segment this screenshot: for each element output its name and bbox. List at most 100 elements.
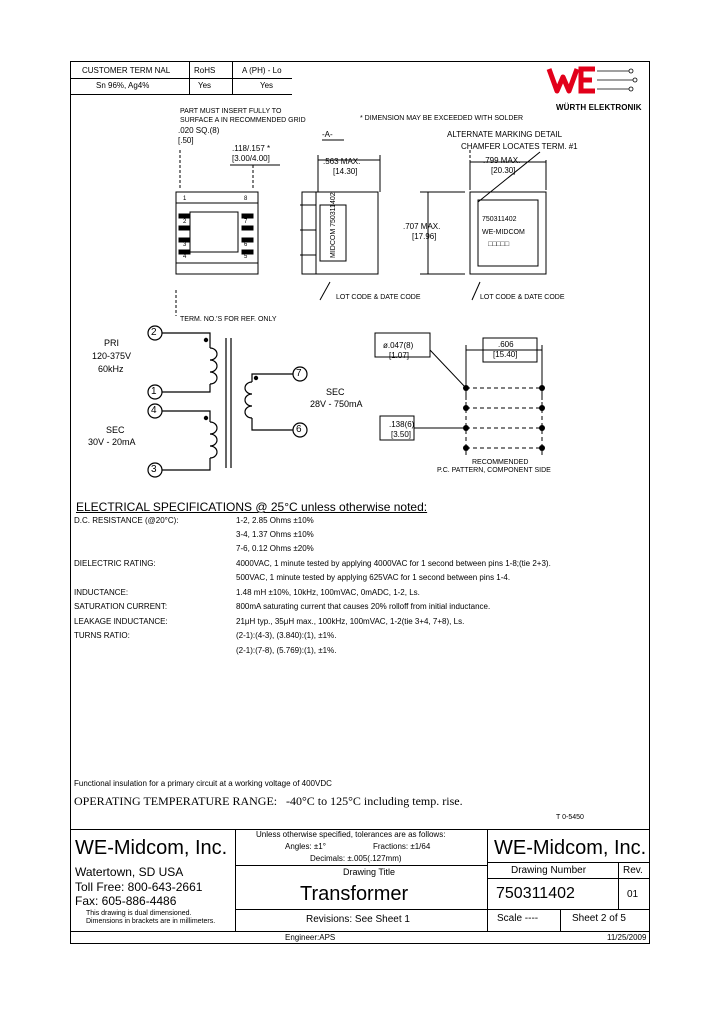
svg-text:5: 5: [244, 254, 248, 260]
dim-707-mm: [17.96]: [412, 232, 437, 241]
svg-text:6: 6: [244, 242, 248, 248]
dim-707: .707 MAX.: [403, 222, 441, 231]
dim-799: .799 MAX.: [483, 156, 521, 165]
spec-value: 1-2, 2.85 Ohms ±10%: [236, 516, 314, 525]
dim-138-mm: [3.50]: [391, 430, 412, 439]
dim-563-mm: [14.30]: [333, 167, 358, 176]
spec-value: 7-6, 0.12 Ohms ±20%: [236, 544, 314, 553]
spec-label: D.C. RESISTANCE (@20°C):: [74, 516, 179, 525]
spec-value: (2-1):(7-8), (5.769):(1), ±1%.: [236, 646, 337, 655]
insert-note-2: SURFACE A IN RECOMMENDED GRID: [180, 117, 306, 124]
company-address: Watertown, SD USA: [75, 865, 184, 879]
company-name-left: WE-Midcom, Inc.: [75, 837, 228, 859]
drawing-title: Transformer: [300, 883, 409, 905]
insert-note: PART MUST INSERT FULLY TO: [180, 108, 282, 115]
pitch-mm: [3.00/4.00]: [232, 154, 270, 163]
hole-dim: ø.047(8): [383, 341, 414, 350]
dim-563: .563 MAX.: [323, 157, 361, 166]
mechanical-views: 1 2 3 4 8 7 6 5: [175, 139, 547, 316]
pin-2-label: 2: [151, 327, 157, 338]
spec-value: 1.48 mH ±10%, 10kHz, 100mVAC, 0mADC, 1-2…: [236, 588, 420, 597]
revisions: Revisions: See Sheet 1: [306, 914, 410, 925]
marking-line3: □□□□□: [488, 241, 510, 248]
solder-note: * DIMENSION MAY BE EXCEEDED WITH SOLDER: [360, 115, 524, 122]
pin-1-label: 1: [151, 386, 157, 397]
spec-value: 4000VAC, 1 minute tested by applying 400…: [236, 559, 551, 568]
pin-sq-dim: .020 SQ.(8): [178, 126, 220, 135]
pcb-caption-1: RECOMMENDED: [472, 459, 529, 466]
pri-voltage: 120-375V: [92, 351, 132, 361]
operating-temp-label: OPERATING TEMPERATURE RANGE:: [74, 794, 278, 808]
toll-free: Toll Free: 800-643-2661: [75, 880, 203, 894]
spec-label: TURNS RATIO:: [74, 631, 130, 640]
company-name-right: WE-Midcom, Inc.: [494, 837, 647, 859]
engineer: Engineer:APS: [285, 933, 336, 942]
spec-value: 500VAC, 1 minute tested by applying 625V…: [236, 573, 511, 582]
term-finish: Sn 96%, Ag4%: [96, 81, 150, 90]
svg-text:8: 8: [244, 196, 248, 202]
pin-3-label: 3: [151, 464, 157, 475]
term-ref-note: TERM. NO.'S FOR REF. ONLY: [180, 316, 277, 323]
pb-value: Yes: [260, 81, 274, 90]
dim-799-mm: [20.30]: [491, 166, 516, 175]
spec-label: INDUCTANCE:: [74, 588, 129, 597]
tolerance-decimals: Decimals: ±.005(.127mm): [310, 854, 402, 863]
drawing-number-label: Drawing Number: [511, 865, 587, 876]
specs-heading: ELECTRICAL SPECIFICATIONS @ 25°C unless …: [76, 500, 428, 514]
pb-label: A (PH) - Lo: [242, 66, 282, 75]
rohs-label: RoHS: [194, 66, 216, 75]
spec-value: 21μH typ., 35μH max., 100kHz, 100mVAC, 1…: [236, 617, 465, 626]
lot-code-right: LOT CODE & DATE CODE: [480, 294, 565, 301]
tolerance-heading: Unless otherwise specified, tolerances a…: [256, 830, 446, 839]
lot-code-left: LOT CODE & DATE CODE: [336, 294, 421, 301]
spec-value: (2-1):(4-3), (3.840):(1), ±1%.: [236, 631, 337, 640]
svg-text:3: 3: [183, 242, 187, 248]
sec1-rating: 30V - 20mA: [88, 437, 136, 447]
transformer-schematic: [147, 325, 308, 478]
pcb-caption-2: P.C. PATTERN, COMPONENT SIDE: [437, 467, 551, 474]
spec-value: 800mA saturating current that causes 20%…: [236, 602, 491, 611]
scale: Scale ----: [497, 913, 539, 924]
sec1-label: SEC: [106, 425, 125, 435]
date: 11/25/2009: [607, 933, 647, 942]
spec-label: LEAKAGE INDUCTANCE:: [74, 617, 168, 626]
drawing-number: 750311402: [496, 885, 575, 902]
sec2-label: SEC: [326, 387, 345, 397]
insulation-note: Functional insulation for a primary circ…: [74, 779, 332, 788]
drawing-title-label: Drawing Title: [343, 867, 396, 877]
pin-6-label: 6: [296, 424, 302, 435]
pri-freq: 60kHz: [98, 364, 124, 374]
svg-text:2: 2: [183, 219, 187, 225]
mm-note: Dimensions in brackets are in millimeter…: [86, 918, 216, 925]
fax: Fax: 605-886-4486: [75, 894, 177, 908]
dual-dim-note: This drawing is dual dimensioned.: [86, 910, 192, 917]
tolerance-fractions: Fractions: ±1/64: [373, 842, 431, 851]
pin-4-label: 4: [151, 405, 157, 416]
marking-line2: WE-MIDCOM: [482, 229, 525, 236]
svg-text:1: 1: [183, 196, 187, 202]
drawing-sheet: [70, 61, 650, 944]
dim-138: .138(6): [389, 420, 415, 429]
pcb-pattern-drawing: [374, 332, 545, 455]
we-logo-icon: [546, 66, 638, 94]
rev-label: Rev.: [623, 865, 643, 876]
svg-text:7: 7: [244, 219, 248, 225]
pitch-dim: .118/.157 *: [232, 144, 271, 153]
pin-sq-mm: [.50]: [178, 136, 194, 145]
doc-ref: T 0-5450: [556, 814, 584, 821]
spec-label: SATURATION CURRENT:: [74, 602, 168, 611]
spec-label: DIELECTRIC RATING:: [74, 559, 156, 568]
marking-line1: 750311402: [482, 216, 517, 223]
alt-marking: ALTERNATE MARKING DETAIL: [447, 130, 563, 139]
chamfer-note: CHAMFER LOCATES TERM. #1: [461, 142, 578, 151]
svg-text:4: 4: [183, 254, 187, 260]
operating-temp-value: -40°C to 125°C including temp. rise.: [286, 794, 463, 808]
rev-value: 01: [627, 889, 639, 900]
hole-dim-mm: [1.07]: [389, 351, 410, 360]
pin-7-label: 7: [296, 368, 302, 379]
dim-606: .606: [498, 340, 514, 349]
pri-label: PRI: [104, 338, 120, 348]
sec2-rating: 28V - 750mA: [310, 399, 363, 409]
spec-value: 3-4, 1.37 Ohms ±10%: [236, 530, 314, 539]
rohs-value: Yes: [198, 81, 212, 90]
